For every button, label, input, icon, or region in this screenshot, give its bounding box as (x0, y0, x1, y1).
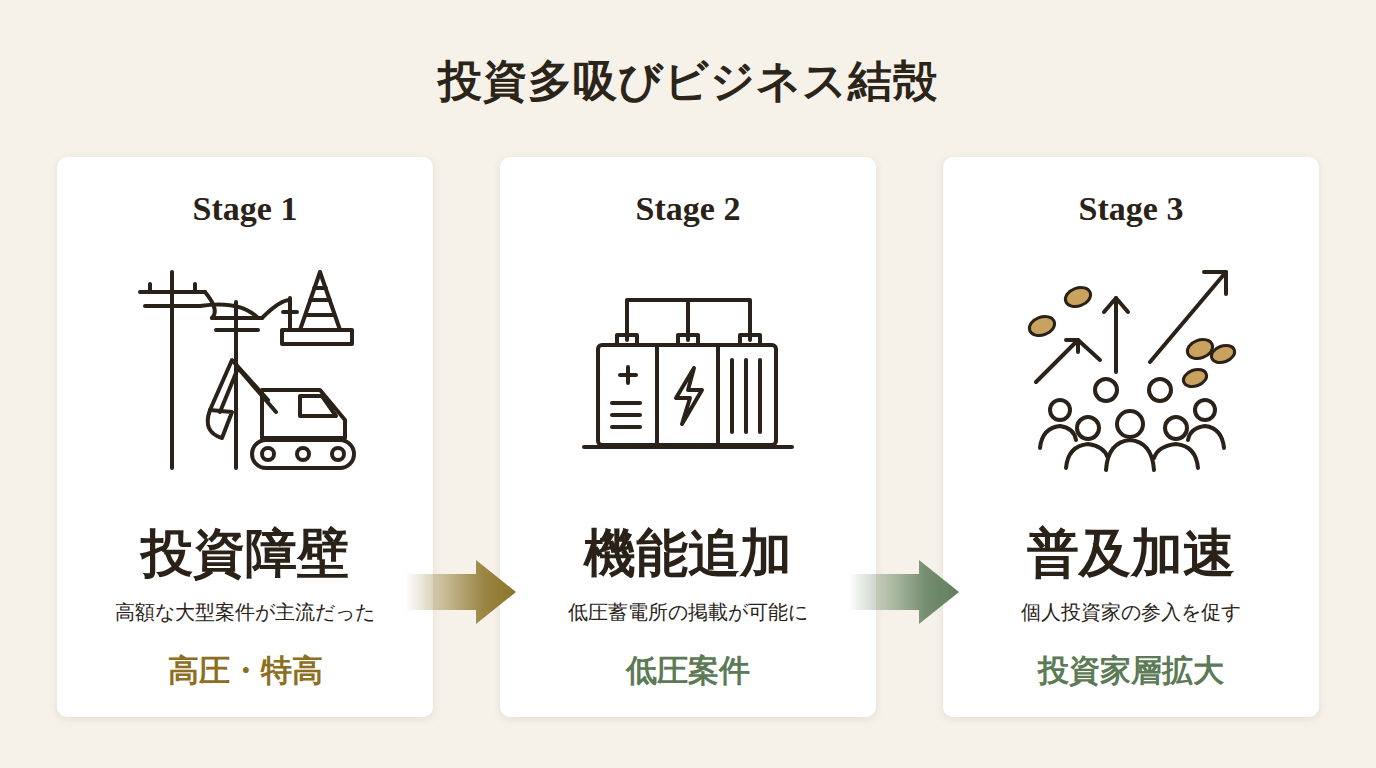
stage-label: Stage 2 (500, 190, 876, 228)
stage-keyword: 低圧案件 (500, 650, 876, 692)
stage-heading: 機能追加 (500, 519, 876, 589)
flow-arrow (848, 560, 959, 624)
investor-growth-icon (1027, 272, 1237, 470)
stage-heading: 普及加速 (943, 519, 1319, 589)
diagram-title: 投資多吸びビジネス結殻 (0, 52, 1376, 111)
battery-storage-icon (584, 300, 792, 447)
stage-keyword: 高圧・特高 (57, 650, 433, 692)
flow-arrow (405, 560, 516, 624)
stage-keyword: 投資家層拡大 (943, 650, 1319, 692)
stage-description: 低圧蓄電所の掲載が可能に (500, 599, 876, 626)
construction-icon (140, 272, 354, 468)
stage-label: Stage 1 (57, 190, 433, 228)
stage-card: Stage 1 投資障壁高額な大型案件が主流だった高圧・特高 (57, 157, 433, 717)
stage-heading: 投資障壁 (57, 519, 433, 589)
stage-description: 高額な大型案件が主流だった (57, 599, 433, 626)
stage-card: Stage 3 普及加速個人投資家の参入を促す投資家層拡大 (943, 157, 1319, 717)
stage-label: Stage 3 (943, 190, 1319, 228)
stage-description: 個人投資家の参入を促す (943, 599, 1319, 626)
stage-card: Stage 2 機能追加低圧蓄電所の掲載が可能に低圧案件 (500, 157, 876, 717)
